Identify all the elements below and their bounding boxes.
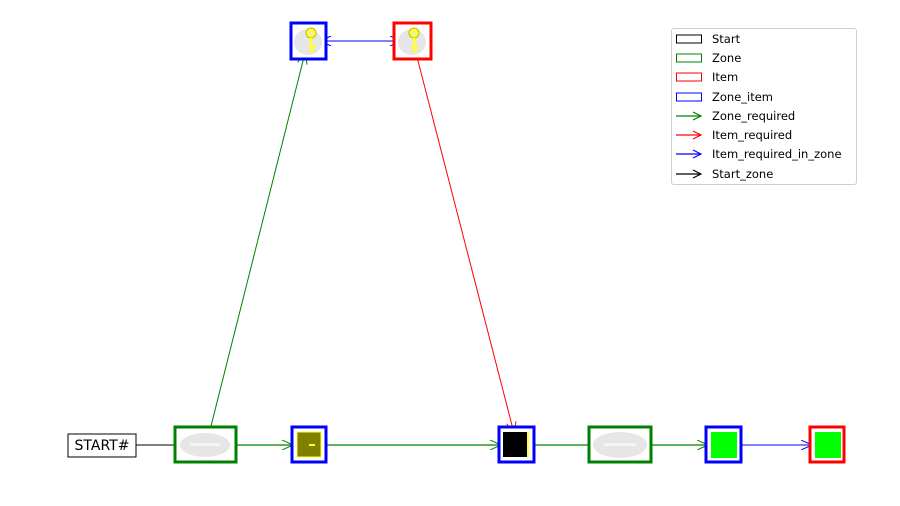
zone-node xyxy=(587,425,653,464)
legend-label: Item_required xyxy=(712,128,793,142)
zone-node xyxy=(173,425,238,464)
start-node-label: START# xyxy=(75,438,130,454)
legend-label: Item_required_in_zone xyxy=(712,147,842,161)
item-node xyxy=(808,425,846,464)
zone-item-node xyxy=(497,425,536,464)
legend-entry: Zone xyxy=(672,50,856,66)
green-square-icon xyxy=(711,432,737,458)
key-icon xyxy=(305,27,317,52)
legend-arrow-icon xyxy=(676,149,702,159)
zone-item-node xyxy=(289,21,328,61)
legend-label: Item xyxy=(712,70,739,84)
item-node xyxy=(392,21,433,61)
legend-label: Zone_item xyxy=(712,90,774,104)
legend-label: Zone_required xyxy=(712,109,796,123)
green-square-icon xyxy=(815,432,841,458)
legend-entry: Start_zone xyxy=(672,166,856,182)
legend-entry: Zone_required xyxy=(672,108,856,124)
zone-item-node xyxy=(290,425,328,464)
zone-item-node xyxy=(704,425,743,464)
edge-zone-required xyxy=(208,53,305,435)
legend-label: Zone xyxy=(712,51,742,65)
legend-arrow-icon xyxy=(676,169,702,179)
legend-patch-icon xyxy=(676,34,702,44)
legend-patch-icon xyxy=(676,92,702,102)
legend-entry: Zone_item xyxy=(672,89,856,105)
legend-patch-icon xyxy=(676,72,702,82)
legend-label: Start xyxy=(712,32,741,46)
black-square-icon xyxy=(503,432,527,457)
legend-entry: Item_required xyxy=(672,127,856,143)
key-icon xyxy=(408,27,420,52)
edges xyxy=(136,41,812,445)
legend-entry: Item_required_in_zone xyxy=(672,146,856,162)
edge-item-required xyxy=(416,56,514,433)
start-node: START# xyxy=(67,433,137,458)
legend-entry: Start xyxy=(672,31,856,47)
legend-arrow-icon xyxy=(676,111,702,121)
legend-entry: Item xyxy=(672,69,856,85)
legend-arrow-icon xyxy=(676,130,702,140)
legend-patch-icon xyxy=(676,53,702,63)
legend-label: Start_zone xyxy=(712,167,774,181)
